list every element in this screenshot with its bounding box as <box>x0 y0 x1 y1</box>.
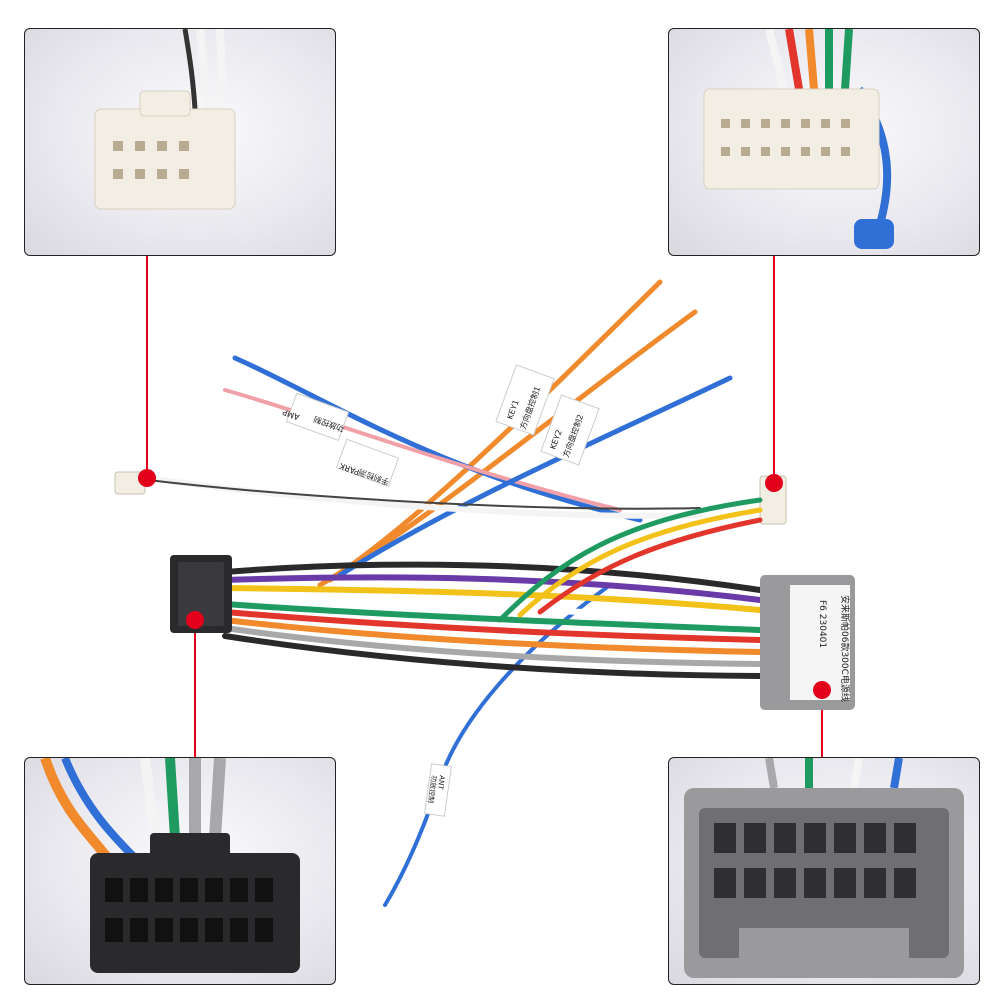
inset-white-multipin <box>668 28 980 256</box>
tag-amp-b-cn: 功放控制 <box>426 775 439 804</box>
callout-dots <box>138 469 831 699</box>
loose-wires <box>145 279 733 907</box>
callout-dot <box>765 474 783 492</box>
inset-gray-connector <box>668 757 980 985</box>
callout-dot <box>813 681 831 699</box>
inset-black-16pin <box>24 757 336 985</box>
tag-amp-b: ANT <box>436 775 446 791</box>
harness-label: 安来斯帕06款300C电源线 <box>839 595 851 702</box>
gray-connector <box>760 575 855 710</box>
wire-tags <box>285 364 600 817</box>
inset-white-8pin <box>24 28 336 256</box>
black-connector <box>170 555 232 633</box>
callout-dot <box>186 611 204 629</box>
harness-bundle <box>222 497 763 679</box>
harness-code: F6 230401 <box>817 600 827 648</box>
callout-dot <box>138 469 156 487</box>
